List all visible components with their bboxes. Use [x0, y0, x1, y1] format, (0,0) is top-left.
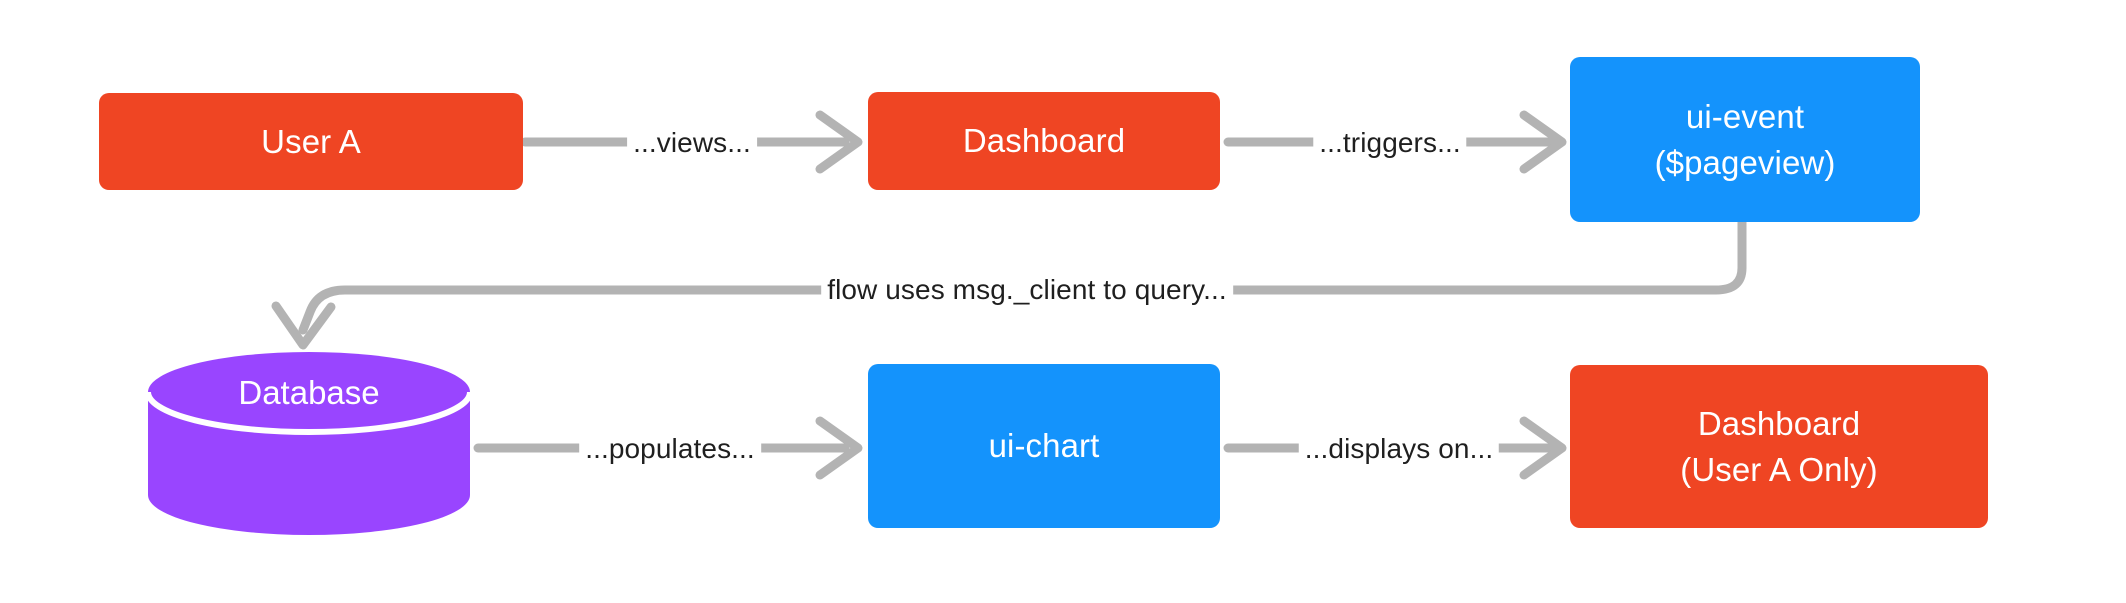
node-ui-chart-label: ui-chart	[988, 427, 1100, 465]
edge-label-query: flow uses msg._client to query...	[821, 274, 1233, 306]
node-database[interactable]: Database	[148, 352, 470, 535]
node-dashboard-user-label-primary: Dashboard	[1697, 404, 1861, 442]
edge-label-populates: ...populates...	[579, 433, 761, 465]
node-dashboard-user-label-secondary: (User A Only)	[1680, 450, 1878, 488]
node-ui-event[interactable]: ui-event ($pageview)	[1570, 57, 1920, 222]
node-user-a-label: User A	[261, 122, 361, 160]
node-ui-event-label-secondary: ($pageview)	[1654, 143, 1836, 181]
edge-label-views: ...views...	[627, 127, 757, 159]
edge-triggers	[1223, 110, 1567, 174]
edge-populates	[473, 416, 863, 480]
node-dashboard-top[interactable]: Dashboard	[868, 92, 1220, 190]
node-dashboard-top-label: Dashboard	[962, 122, 1126, 160]
edge-views	[520, 110, 863, 174]
database-cylinder-shape	[148, 352, 470, 535]
node-ui-chart[interactable]: ui-chart	[868, 364, 1220, 528]
node-user-a[interactable]: User A	[99, 93, 523, 190]
node-ui-event-label-primary: ui-event	[1685, 97, 1805, 135]
edge-query	[271, 217, 1747, 350]
node-database-label: Database	[238, 374, 380, 411]
edge-label-displays-on: ...displays on...	[1298, 433, 1500, 465]
node-dashboard-user[interactable]: Dashboard (User A Only)	[1570, 365, 1988, 528]
edge-label-triggers: ...triggers...	[1313, 127, 1467, 159]
